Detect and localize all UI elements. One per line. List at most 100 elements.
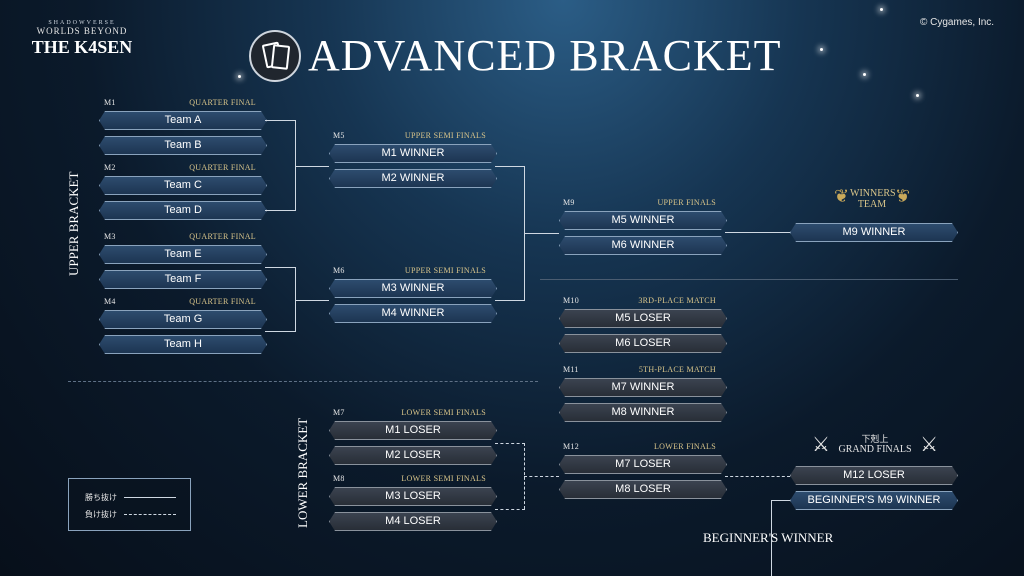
legend-lose-label: 負け抜け [85, 510, 117, 519]
slot-m3-winner: M3 WINNER [329, 279, 497, 298]
connector [524, 233, 559, 234]
connector [295, 300, 329, 301]
round-label: QUARTER FINAL [189, 98, 256, 107]
slot-team-f: Team F [99, 270, 267, 289]
match-id: M10 [563, 296, 580, 305]
connector [725, 232, 790, 233]
slot-m2-winner: M2 WINNER [329, 169, 497, 188]
upper-bracket-label: UPPER BRACKET [66, 171, 81, 276]
slot-m3-loser: M3 LOSER [329, 487, 497, 506]
slot-m12-loser: M12 LOSER [790, 466, 958, 485]
connector [295, 120, 296, 211]
sparkle [238, 75, 241, 78]
slot-m8-loser: M8 LOSER [559, 480, 727, 499]
match-id: M9 [563, 198, 575, 207]
round-label: LOWER SEMI FINALS [401, 474, 486, 483]
crossed-swords-icon: ⚔ [812, 434, 830, 456]
crossed-swords-icon: ⚔ [920, 434, 938, 456]
connector [495, 166, 525, 167]
connector [265, 120, 296, 121]
slot-team-g: Team G [99, 310, 267, 329]
sparkle [880, 8, 883, 11]
round-label: QUARTER FINAL [189, 163, 256, 172]
solid-line-sample [124, 497, 176, 498]
legend-box: 勝ち抜け 負け抜け [68, 478, 191, 531]
slot-m1-loser: M1 LOSER [329, 421, 497, 440]
slot-team-c: Team C [99, 176, 267, 195]
connector [524, 476, 559, 477]
match-id: M7 [333, 408, 345, 417]
round-label: UPPER FINALS [657, 198, 716, 207]
match-id: M4 [104, 297, 116, 306]
connector [265, 331, 296, 332]
round-label: 5TH-PLACE MATCH [638, 365, 716, 374]
connector [771, 500, 772, 576]
page-title: ADVANCED BRACKET [308, 31, 782, 80]
connector [771, 500, 790, 501]
legend-win-label: 勝ち抜け [85, 493, 117, 502]
beginners-winner-label: BEGINNER'S WINNER [703, 530, 834, 545]
round-label: UPPER SEMI FINALS [404, 266, 486, 275]
slot-team-h: Team H [99, 335, 267, 354]
winners-team-label: WINNERS TEAM [850, 188, 896, 210]
laurel-left-icon: ❦ [834, 186, 850, 206]
slot-team-e: Team E [99, 245, 267, 264]
round-label: QUARTER FINAL [189, 297, 256, 306]
round-label: UPPER SEMI FINALS [404, 131, 486, 140]
slot-m4-loser: M4 LOSER [329, 512, 497, 531]
slot-m5-winner: M5 WINNER [559, 211, 727, 230]
slot-beginners-m9-winner: BEGINNER'S M9 WINNER [790, 491, 958, 510]
copyright: © Cygames, Inc. [920, 17, 995, 28]
slot-m6-loser: M6 LOSER [559, 334, 727, 353]
connector [265, 267, 296, 268]
slot-team-d: Team D [99, 201, 267, 220]
connector [725, 476, 790, 477]
round-label: 3RD-PLACE MATCH [638, 296, 716, 305]
connector [495, 509, 525, 510]
round-label: LOWER FINALS [653, 442, 716, 451]
slot-team-b: Team B [99, 136, 267, 155]
match-id: M2 [104, 163, 116, 172]
match-id: M5 [333, 131, 345, 140]
slot-m5-loser: M5 LOSER [559, 309, 727, 328]
slot-m4-winner: M4 WINNER [329, 304, 497, 323]
divider [540, 279, 958, 280]
match-id: M12 [563, 442, 580, 451]
match-id: M11 [563, 365, 579, 374]
slot-m9-winner: M9 WINNER [790, 223, 958, 242]
match-id: M6 [333, 266, 345, 275]
winners-team-badge: ❦ ❦ WINNERS TEAM [832, 186, 912, 210]
dashed-line-sample [124, 514, 176, 515]
round-label: LOWER SEMI FINALS [401, 408, 486, 417]
slot-m7-loser: M7 LOSER [559, 455, 727, 474]
slot-m7-winner: M7 WINNER [559, 378, 727, 397]
divider [68, 381, 538, 382]
round-label: QUARTER FINAL [189, 232, 256, 241]
slot-m2-loser: M2 LOSER [329, 446, 497, 465]
connector [295, 267, 296, 332]
logo-main-text: THE K4SEN [31, 37, 133, 57]
grand-finals-jp: 下剋上 [861, 434, 889, 444]
connector [495, 300, 525, 301]
connector [265, 210, 296, 211]
match-id: M3 [104, 232, 116, 241]
grand-finals-label: GRAND FINALS [838, 444, 912, 455]
connector [295, 166, 329, 167]
logo-mid-text: WORLDS BEYOND [36, 26, 128, 36]
slot-m1-winner: M1 WINNER [329, 144, 497, 163]
sparkle [916, 94, 919, 97]
sparkle [820, 48, 823, 51]
sparkle [863, 73, 866, 76]
match-id: M1 [104, 98, 116, 107]
match-id: M8 [333, 474, 345, 483]
lower-bracket-label: LOWER BRACKET [295, 417, 310, 528]
laurel-right-icon: ❦ [894, 186, 910, 206]
connector [495, 443, 525, 444]
slot-m8-winner: M8 WINNER [559, 403, 727, 422]
slot-m6-winner: M6 WINNER [559, 236, 727, 255]
grand-finals-badge: ⚔ ⚔ 下剋上 GRAND FINALS [812, 432, 938, 460]
logo-small-text: SHADOWVERSE [48, 20, 116, 26]
event-logo: SHADOWVERSE WORLDS BEYOND THE K4SEN [12, 20, 152, 58]
card-deck-icon [249, 30, 301, 82]
slot-team-a: Team A [99, 111, 267, 130]
